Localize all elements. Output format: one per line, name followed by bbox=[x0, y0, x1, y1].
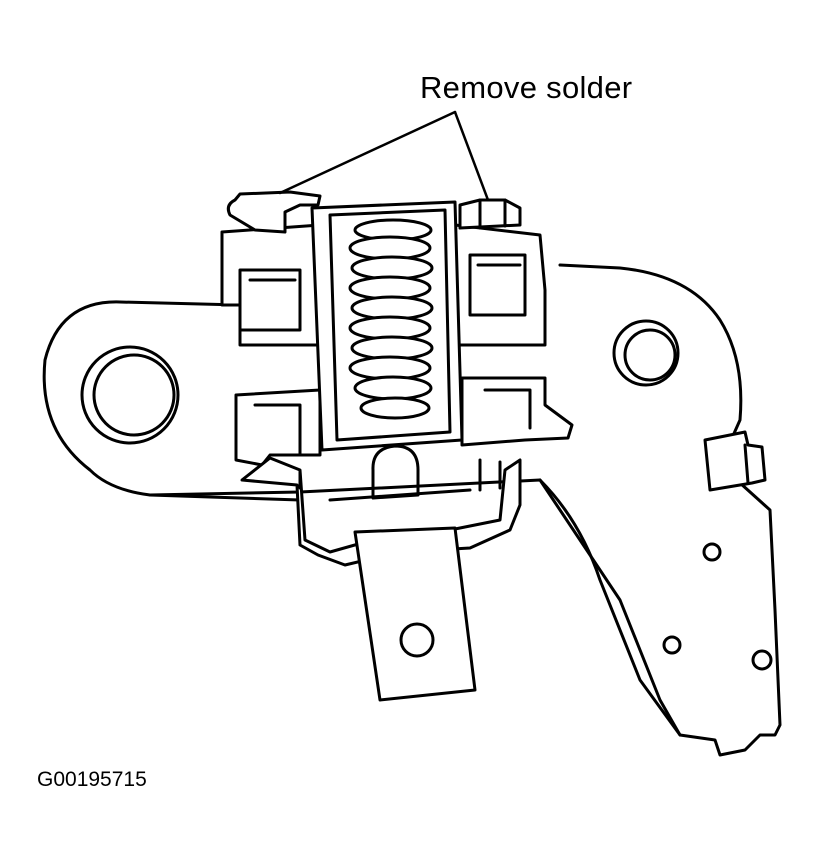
mounting-hole-large bbox=[82, 347, 178, 443]
terminal-flange bbox=[228, 192, 320, 232]
brush-cap-slot bbox=[373, 446, 418, 498]
window-upper-left bbox=[240, 270, 300, 330]
remove-solder-label: Remove solder bbox=[420, 70, 633, 105]
brush-lead bbox=[355, 528, 475, 700]
callout-leaders bbox=[280, 112, 488, 200]
coil-spring bbox=[350, 220, 432, 418]
right-terminal bbox=[460, 200, 520, 228]
small-hole-1 bbox=[704, 544, 720, 560]
mounting-plate bbox=[44, 265, 780, 755]
small-hole-2 bbox=[664, 637, 680, 653]
plate-edge bbox=[540, 480, 680, 735]
small-hole-3 bbox=[753, 651, 771, 669]
mounting-hole-right bbox=[614, 321, 678, 385]
figure-id: G00195715 bbox=[37, 768, 147, 791]
lower-housing-left bbox=[236, 390, 320, 465]
lead-hole bbox=[401, 624, 433, 656]
plate-lower-edge bbox=[150, 495, 300, 500]
lower-housing-right bbox=[462, 378, 572, 445]
window-upper-right bbox=[470, 255, 525, 315]
side-tab bbox=[705, 432, 765, 490]
